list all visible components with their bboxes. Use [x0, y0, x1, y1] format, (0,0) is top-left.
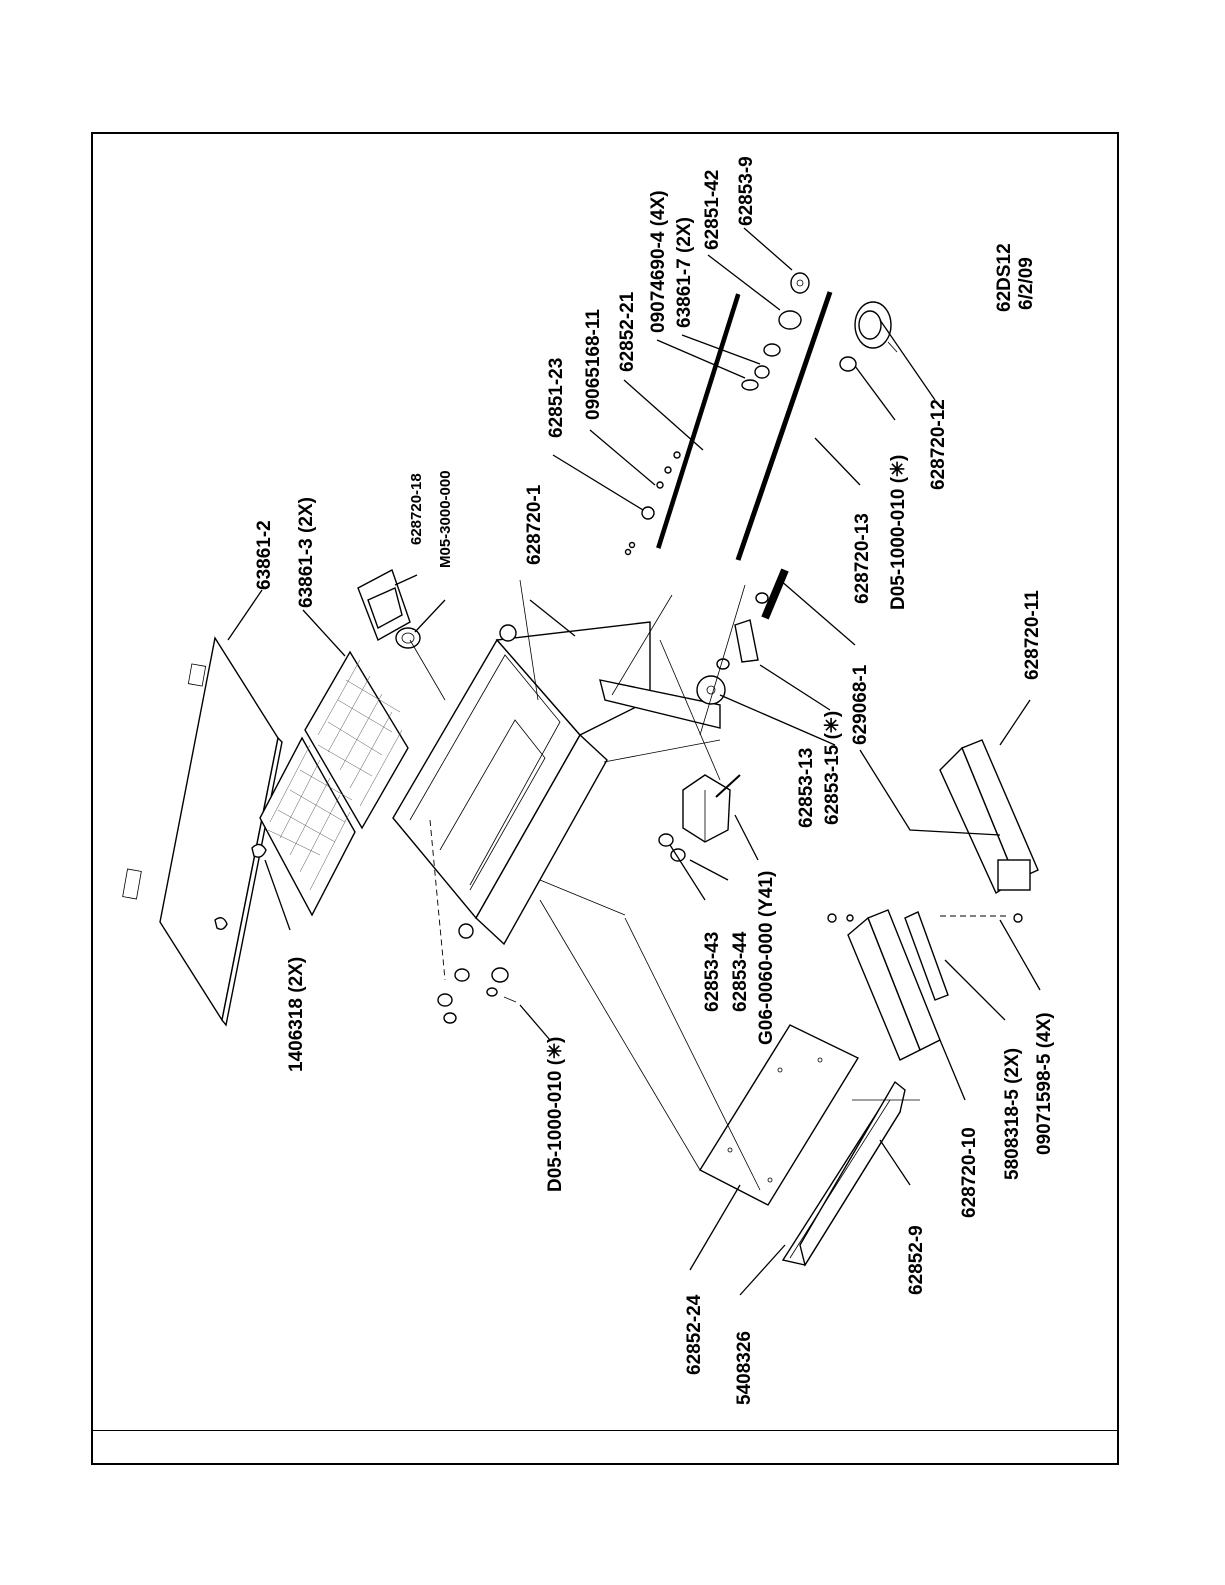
frame-support-upper: [939, 739, 1039, 895]
label-62852-21: 62852-21: [617, 291, 638, 372]
label-628720-12: 628720-12: [928, 399, 949, 490]
fastener-stack: [624, 451, 681, 556]
shaft-upper: [656, 293, 741, 550]
label-63861-3: 63861-3 (2X): [296, 497, 317, 608]
lid-panel: [122, 636, 283, 1027]
drawing-frame: [91, 132, 1119, 1465]
part-labels: 63861-2 63861-3 (2X) 628720-18 M05-3000-…: [254, 156, 1055, 1405]
label-62852-9: 62852-9: [906, 1225, 927, 1295]
label-62851-42: 62851-42: [702, 170, 723, 250]
label-62852-24: 62852-24: [684, 1294, 705, 1375]
drawing-code: 62DS12: [994, 243, 1015, 312]
hopper-body: [392, 621, 721, 946]
base-plate: [699, 1024, 860, 1206]
frame-support-lower: [827, 909, 1023, 1061]
label-09074690-4: 09074690-4 (4X): [648, 190, 669, 333]
large-sprocket: [839, 301, 898, 372]
shaft-lower: [735, 291, 833, 561]
side-bracket: [357, 568, 411, 642]
label-63861-7: 63861-7 (2X): [674, 217, 695, 328]
label-d05-1000-010-left: D05-1000-010 (✳): [545, 1037, 566, 1192]
label-09071598-5: 09071598-5 (4X): [1034, 1012, 1055, 1155]
label-62851-23: 62851-23: [546, 358, 567, 438]
label-62853-44: 62853-44: [730, 931, 751, 1012]
label-62853-15: 62853-15 (✳): [822, 711, 843, 825]
gearbox: [658, 774, 741, 862]
label-628720-11: 628720-11: [1022, 590, 1043, 680]
label-628720-1: 628720-1: [524, 484, 545, 565]
label-m05-3000-000: M05-3000-000: [437, 470, 454, 568]
left-bearings: [437, 967, 517, 1024]
label-62853-43: 62853-43: [702, 932, 723, 1012]
label-62853-13: 62853-13: [796, 748, 817, 828]
drive-shaft-assembly: [696, 568, 789, 705]
assembly-lines: [409, 579, 761, 1191]
leader-lines: [227, 227, 1041, 1296]
upper-sprocket-cluster: [741, 272, 810, 391]
title-block-divider: [91, 1430, 1119, 1431]
label-5408326: 5408326: [734, 1331, 755, 1405]
latches: [214, 843, 267, 931]
label-629068-1: 629068-1: [850, 664, 871, 745]
rail: [781, 1080, 920, 1267]
drawing-date: 6/2/09: [1016, 257, 1037, 310]
label-09065168-11: 09065168-11: [583, 309, 604, 420]
label-d05-1000-010-right: D05-1000-010 (✳): [888, 455, 909, 610]
label-g06-0060-000: G06-0060-000 (Y41): [756, 871, 777, 1045]
label-628720-13: 628720-13: [852, 513, 873, 604]
drawing-reference: 62DS12 6/2/09: [994, 243, 1037, 312]
label-62853-9: 62853-9: [736, 156, 757, 226]
label-1406318: 1406318 (2X): [286, 957, 307, 1072]
screen-panels: [259, 650, 409, 917]
label-5808318-5: 5808318-5 (2X): [1002, 1048, 1023, 1180]
label-628720-18: 628720-18: [408, 473, 425, 545]
label-628720-10: 628720-10: [959, 1127, 980, 1218]
bearing-m05: [395, 627, 421, 649]
label-63861-2: 63861-2: [254, 520, 275, 590]
